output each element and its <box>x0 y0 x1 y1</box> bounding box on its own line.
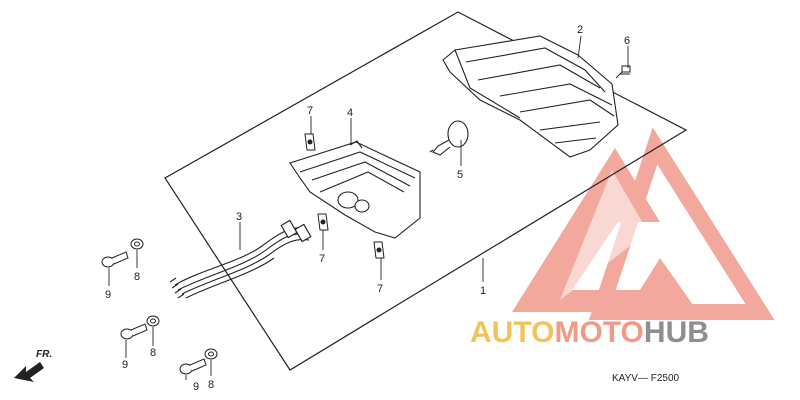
wire-harness <box>169 219 312 299</box>
clip-7-top <box>304 133 316 151</box>
callout-6: 6 <box>624 35 630 47</box>
callout-8-b: 8 <box>150 347 156 359</box>
callout-8-c: 8 <box>208 379 214 391</box>
brand-word-auto: AUTO <box>470 316 555 349</box>
callout-9-c: 9 <box>193 381 199 393</box>
callout-9-a: 9 <box>105 289 111 301</box>
brand-word-hub: HUB <box>643 316 709 349</box>
callout-1: 1 <box>480 285 486 297</box>
light-housing <box>289 140 421 239</box>
nut-8-a <box>130 238 144 250</box>
watermark-logo <box>512 127 775 320</box>
nut-8-c <box>204 348 218 360</box>
assembly-boundary <box>164 11 688 371</box>
callout-4: 4 <box>347 107 353 119</box>
nut-8-b <box>146 315 160 327</box>
bolt-9-b <box>120 323 148 340</box>
part-code: KAYV— F2500 <box>612 373 680 384</box>
tail-lens <box>442 35 619 158</box>
bolt-9-a <box>101 251 129 268</box>
bulb <box>429 120 469 156</box>
callout-5: 5 <box>457 169 463 181</box>
front-arrow-icon <box>14 362 44 382</box>
callout-8-a: 8 <box>134 271 140 283</box>
clip-7-bottom <box>373 241 385 259</box>
callout-2: 2 <box>577 24 583 36</box>
bolt-9-c <box>179 358 207 375</box>
clip-7-middle <box>317 213 329 231</box>
callout-7-top: 7 <box>307 105 313 117</box>
screw-6 <box>615 65 631 79</box>
callout-7-bottom: 7 <box>377 283 383 295</box>
callout-3: 3 <box>236 211 242 223</box>
watermark-brand: AUTOMOTOHUB <box>470 316 709 350</box>
leader-lines <box>108 35 629 380</box>
front-direction-label: FR. <box>36 349 53 360</box>
brand-word-moto: MOTO <box>554 316 644 349</box>
callout-9-b: 9 <box>122 359 128 371</box>
callout-7-middle: 7 <box>319 253 325 265</box>
